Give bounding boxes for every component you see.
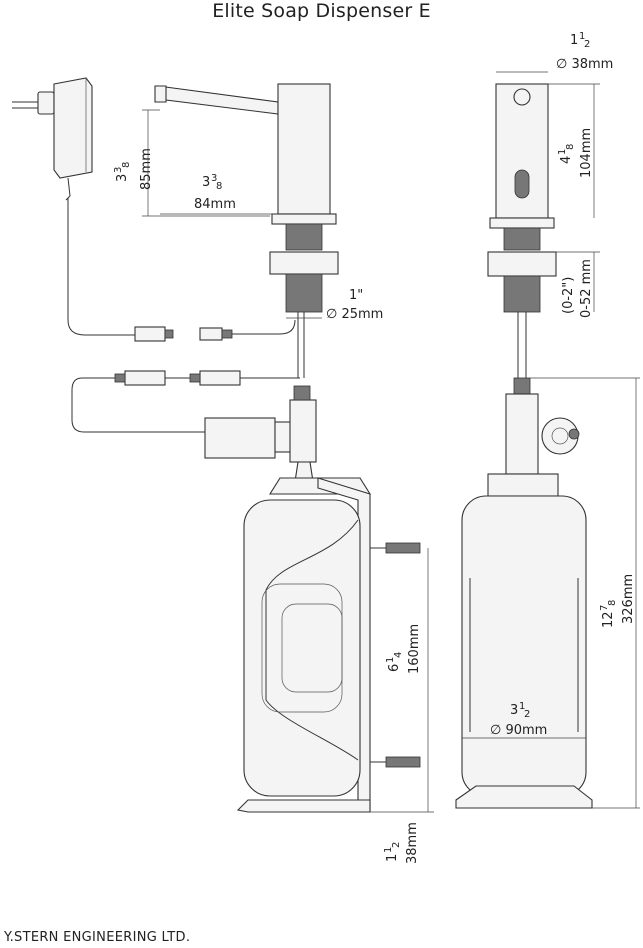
svg-text:3: 3 <box>211 173 217 184</box>
dim-body-diameter-mm: ∅ 38mm <box>556 57 613 72</box>
spout-side-view <box>154 83 339 378</box>
svg-text:1: 1 <box>579 31 585 42</box>
dim-spout-reach-mm: 84mm <box>194 197 236 212</box>
svg-text:1: 1 <box>557 149 568 155</box>
dimension-labels: 85mm 3 3 8 3 3 8 84mm 1" ∅ 25mm 1 1 2 ∅ … <box>113 31 636 864</box>
bottle-front-view <box>455 495 593 809</box>
dim-body-height-whole: 4 <box>559 156 574 164</box>
dim-total-height-mm: 326mm <box>621 574 636 624</box>
dim-base-height-mm: 38mm <box>405 822 420 864</box>
spout-front-view <box>487 83 557 378</box>
svg-text:2: 2 <box>524 709 530 720</box>
power-adapter <box>12 77 135 336</box>
svg-text:8: 8 <box>565 144 576 150</box>
dim-bracket-spacing-whole: 6 <box>387 664 402 672</box>
dim-bottle-diameter-mm: ∅ 90mm <box>490 723 547 738</box>
svg-text:4: 4 <box>393 652 404 658</box>
dim-shank-inch: 1" <box>349 288 363 303</box>
cable-connector-upper <box>134 319 296 342</box>
dim-body-diameter-whole: 1 <box>570 33 578 48</box>
pump-assembly-front <box>487 377 580 497</box>
dim-deck-inch: (0-2") <box>561 277 576 314</box>
dim-body-height-mm: 104mm <box>579 128 594 178</box>
svg-text:1: 1 <box>383 847 394 853</box>
dim-deck-mm: 0-52 mm <box>579 259 594 318</box>
dim-spout-height-mm: 85mm <box>139 148 154 190</box>
cable-connector-lower <box>71 370 300 433</box>
svg-text:1: 1 <box>385 657 396 663</box>
company-footer: Y.STERN ENGINEERING LTD. <box>4 930 191 945</box>
svg-text:8: 8 <box>607 600 618 606</box>
dim-spout-height-whole: 3 <box>115 174 130 182</box>
svg-text:8: 8 <box>121 162 132 168</box>
svg-text:8: 8 <box>216 181 222 192</box>
svg-text:2: 2 <box>584 39 590 50</box>
dim-shank-mm: ∅ 25mm <box>326 307 383 322</box>
svg-text:2: 2 <box>391 842 402 848</box>
dim-total-height-whole: 12 <box>601 611 616 628</box>
svg-text:1: 1 <box>519 701 525 712</box>
svg-text:3: 3 <box>113 167 124 173</box>
dim-spout-reach-whole: 3 <box>202 175 210 190</box>
dim-bottle-diameter-whole: 3 <box>510 703 518 718</box>
bottle-side-view <box>236 499 421 813</box>
svg-text:7: 7 <box>599 605 610 611</box>
drawing-title: Elite Soap Dispenser E <box>212 0 431 22</box>
pump-assembly-side <box>204 385 371 811</box>
dim-base-height-whole: 1 <box>385 854 400 862</box>
dim-bracket-spacing-mm: 160mm <box>407 624 422 674</box>
dimension-lines <box>142 71 640 813</box>
